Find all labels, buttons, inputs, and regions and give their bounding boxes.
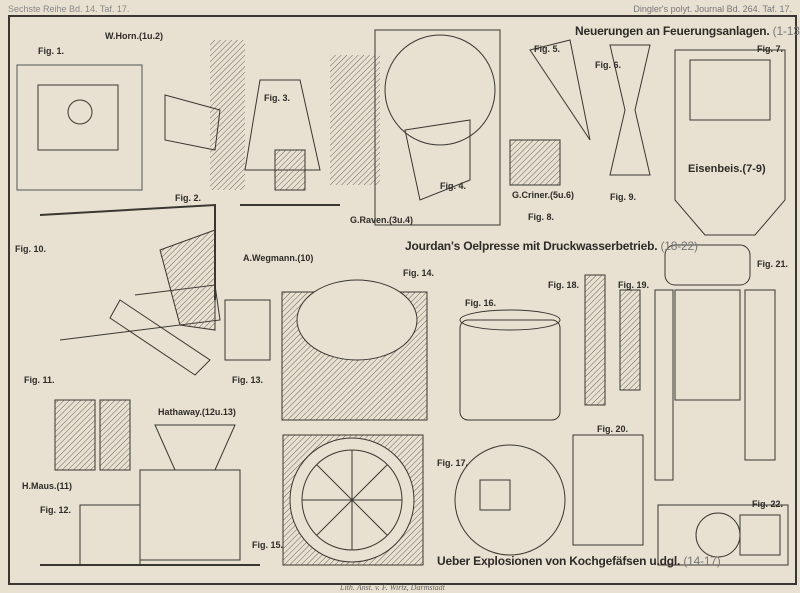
plate-header-right: Dingler's polyt. Journal Bd. 264. Taf. 1…: [633, 4, 792, 14]
fig-label: Fig. 18.: [548, 280, 580, 290]
fig-label: Fig. 13.: [232, 375, 264, 385]
fig-label: Fig. 16.: [465, 298, 497, 308]
author-eisenbeis: Eisenbeis.(7-9): [688, 163, 766, 175]
plate-header-left: Sechste Reihe Bd. 14. Taf. 17.: [8, 4, 130, 14]
fig-label: Fig. 3.: [264, 93, 291, 103]
fig-label: Fig. 5.: [534, 44, 561, 54]
fig-label: Fig. 8.: [528, 212, 555, 222]
author-maus: H.Maus.(11): [22, 481, 73, 491]
fig-label: Fig. 10.: [15, 244, 47, 254]
fig-label: Fig. 4.: [440, 181, 467, 191]
title-oelpresse: Jourdan's Oelpresse mit Druckwasserbetri…: [405, 239, 698, 253]
title-explosionen: Ueber Explosionen von Kochgefäfsen u.dgl…: [437, 554, 721, 568]
fig-label: Fig. 9.: [610, 192, 637, 202]
author-hathaway: Hathaway.(12u.13): [158, 407, 236, 417]
author-horn: W.Horn.(1u.2): [105, 31, 163, 41]
fig-label: Fig. 1.: [38, 46, 65, 56]
plate-frame: [8, 15, 797, 585]
fig-label: Fig. 11.: [24, 375, 55, 385]
author-raven: G.Raven.(3u.4): [350, 215, 414, 225]
fig-label: Fig. 17.: [437, 458, 469, 468]
fig-label: Fig. 15.: [252, 540, 284, 550]
lithographer-imprint: Lith. Anst. v. F. Wirtz, Darmstadt: [340, 583, 445, 592]
author-criner: G.Criner.(5u.6): [512, 190, 575, 200]
fig-label: Fig. 19.: [618, 280, 650, 290]
author-wegmann: A.Wegmann.(10): [243, 253, 314, 263]
fig-label: Fig. 12.: [40, 505, 72, 515]
fig-label: Fig. 21.: [757, 259, 789, 269]
fig1-box: [16, 64, 143, 191]
title-feuerungsanlagen: Neuerungen an Feuerungsanlagen. (1-13): [575, 24, 800, 38]
fig-label: Fig. 20.: [597, 424, 629, 434]
fig-label: Fig. 2.: [175, 193, 202, 203]
fig-label: Fig. 22.: [752, 499, 784, 509]
fig-label: Fig. 7.: [757, 44, 784, 54]
fig-label: Fig. 14.: [403, 268, 435, 278]
fig-label: Fig. 6.: [595, 60, 622, 70]
